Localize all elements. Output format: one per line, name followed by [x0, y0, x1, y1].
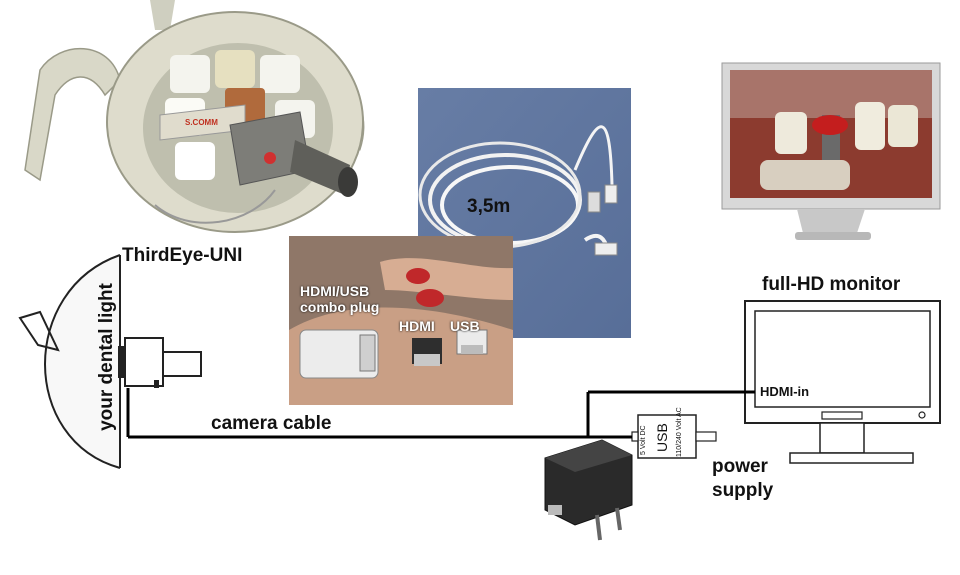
product-name-label: ThirdEye-UNI — [122, 245, 243, 266]
dental-light-drawing — [18, 254, 202, 469]
psu-ac-text: 110/240 Volt AC — [676, 407, 683, 457]
combo-plug-photo — [289, 236, 513, 405]
monitor-drawing — [744, 300, 941, 464]
monitor-photo — [721, 62, 941, 240]
hdmi-plug-label: HDMI — [399, 318, 435, 334]
hdmi-in-label: HDMI-in — [760, 384, 810, 399]
combo-plug-label: HDMI/USB combo plug — [300, 283, 380, 315]
power-supply-photo — [544, 439, 633, 541]
power-supply-label: power supply — [712, 456, 774, 501]
connection-wires — [126, 388, 755, 439]
cable-length-label: 3,5m — [467, 196, 511, 217]
camera-cable-label: camera cable — [211, 413, 332, 434]
monitor-label: full-HD monitor — [762, 274, 901, 295]
usb-plug-label: USB — [450, 318, 480, 334]
psu-dc-text: 5 Volt DC — [640, 425, 647, 455]
dental-light-photo: S.COMM — [24, 0, 365, 233]
psu-usb-text: USB — [654, 423, 670, 452]
logo-text: S.COMM — [185, 118, 218, 127]
dental-light-label: your dental light — [96, 283, 117, 431]
psu-label-box — [631, 414, 717, 459]
